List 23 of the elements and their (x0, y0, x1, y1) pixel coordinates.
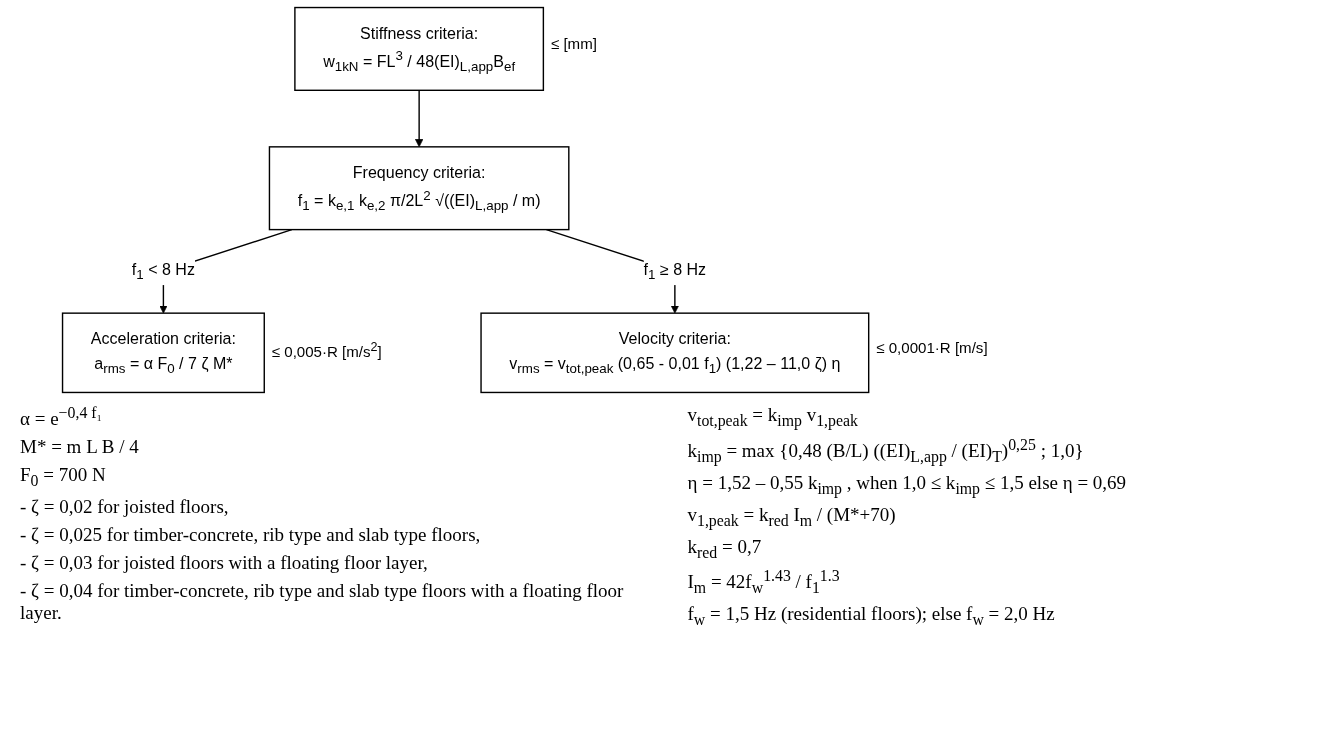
arrow (415, 89, 424, 148)
node-box: Frequency criteria: f$_{1}$ = k$_{e,1}$ k$_{e,2}$ π/2L$^{2}$ √((EI)$_{L,app}$ / m) (268, 146, 570, 231)
limit-text: ≤ [mm] (551, 35, 599, 53)
formula-text: v$_{tot,peak}$ = k$_{imp}$ v$_{1,peak}$ (687, 404, 859, 430)
limit-text: ≤ 0,0001·R [m/s] (876, 339, 989, 357)
edge-label: f$_{1}$ < 8 Hz (132, 260, 196, 282)
node-box: Velocity criteria: v$_{rms}$ = v$_{tot,peak}$ (0,65 - 0,01 f$_{1}$) (1,22 – 11,0 ζ) η (480, 312, 870, 394)
formula-text: k$_{red}$ = 0,7 (687, 535, 763, 562)
formula-text: - ζ = 0,025 for timber-concrete, rib type and slab type floors, (20, 524, 482, 547)
formula-text: - ζ = 0,03 for joisted floors with a floating floor layer, (20, 552, 429, 575)
formula-text: - ζ = 0,04 for timber-concrete, rib type and slab type floors with a floating floor layer. (20, 580, 625, 625)
formula-text: M* = m L B / 4 (20, 436, 140, 459)
formula-text: v$_{1,peak}$ = k$_{red}$ I$_{m}$ / (M*+70) (687, 503, 897, 530)
node-box: Stiffness criteria: w$_{1kN}$ = FL$^{3}$ / 48(EI)$_{L,app}$B$_{ef}$ (294, 6, 545, 91)
node-box: Acceleration criteria: a$_{rms}$ = α F$_{0}$ / 7 ζ M* (62, 312, 266, 394)
formula-text: α = e$^{−0,4 f₁}$ (20, 404, 104, 431)
formula-text: F$_{0}$ = 700 N (20, 464, 107, 491)
limit-text: ≤ 0,005·R [m/s$^{2}$] (271, 339, 383, 361)
formula-text: η = 1,52 – 0,55 k$_{imp}$ , when 1,0 ≤ k$_{imp}$ ≤ 1,5 else η = 0,69 (687, 471, 1128, 498)
formula-text: k$_{imp}$ = max {0,48 (B/L) ((EI)$_{L,app}$ / (EI)$_{T}$)$^{0,25}$ ; 1,0} (687, 435, 1085, 466)
edge-label: f$_{1}$ ≥ 8 Hz (643, 260, 707, 282)
formula-text: - ζ = 0,02 for joisted floors, (20, 496, 230, 519)
formula-text: f$_{w}$ = 1,5 Hz (residential floors); else f$_{w}$ = 2,0 Hz (687, 603, 1056, 630)
